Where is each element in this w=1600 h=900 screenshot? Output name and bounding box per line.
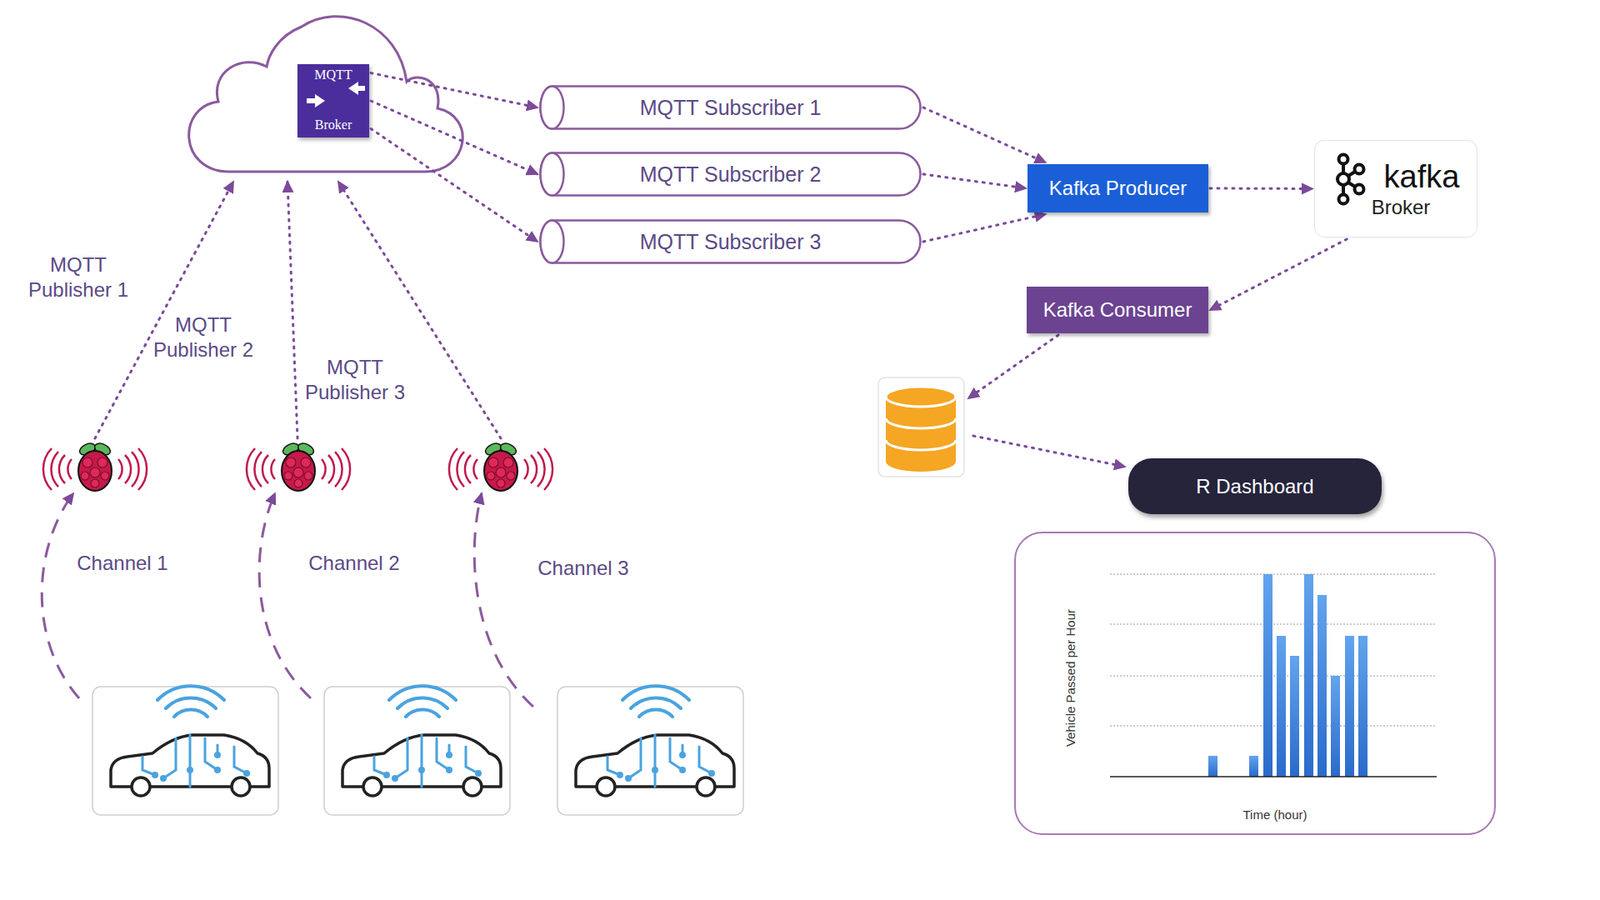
subscriber-pipe: MQTT Subscriber 1 — [539, 85, 922, 130]
dotted-arrow — [370, 73, 538, 108]
consumer-box: Kafka Consumer — [1026, 286, 1209, 334]
node-text: Broker — [1371, 195, 1431, 220]
node-text: MQTT Subscriber 1 — [640, 95, 822, 120]
node-text: R Dashboard — [1195, 475, 1314, 499]
dotted-arrow — [370, 128, 538, 242]
subscriber-pipe: MQTT Subscriber 3 — [539, 219, 922, 265]
producer-box: Kafka Producer — [1027, 164, 1209, 213]
publisher-label: MQTT Publisher 2 — [140, 312, 266, 363]
dotted-arrow — [1210, 239, 1347, 310]
dotted-arrow — [923, 214, 1046, 242]
node-text: Time (hour) — [1243, 807, 1308, 822]
node-text: MQTT Subscriber 2 — [640, 162, 822, 187]
dotted-arrow — [1210, 187, 1313, 191]
node-text: Kafka Producer — [1049, 176, 1187, 200]
node-text: kafka — [1384, 158, 1460, 195]
dotted-arrow — [923, 174, 1026, 189]
broker-icon: MQTT Broker — [297, 64, 370, 138]
channel-label: Channel 1 — [76, 550, 168, 576]
node-text: MQTT — [314, 67, 352, 83]
dotted-arrow — [370, 100, 538, 175]
channel-label: Channel 3 — [537, 555, 629, 581]
kafka-logo — [1330, 152, 1367, 206]
chart-panel: Vehicle Passed per HourTime (hour) — [1014, 531, 1496, 835]
kafka-broker-box: kafkaBroker — [1314, 140, 1478, 238]
channel-label: Channel 2 — [308, 550, 400, 576]
subscriber-pipe: MQTT Subscriber 2 — [539, 151, 922, 197]
publisher-label: MQTT Publisher 1 — [15, 252, 141, 303]
node-text: Vehicle Passed per Hour — [1064, 608, 1079, 746]
node-text: Broker — [315, 117, 352, 133]
dotted-arrow — [923, 107, 1046, 163]
node-text: Kafka Consumer — [1043, 298, 1193, 322]
publisher-label: MQTT Publisher 3 — [292, 355, 418, 405]
node-text: MQTT Subscriber 3 — [640, 230, 822, 255]
dashboard-button: R Dashboard — [1128, 458, 1382, 515]
